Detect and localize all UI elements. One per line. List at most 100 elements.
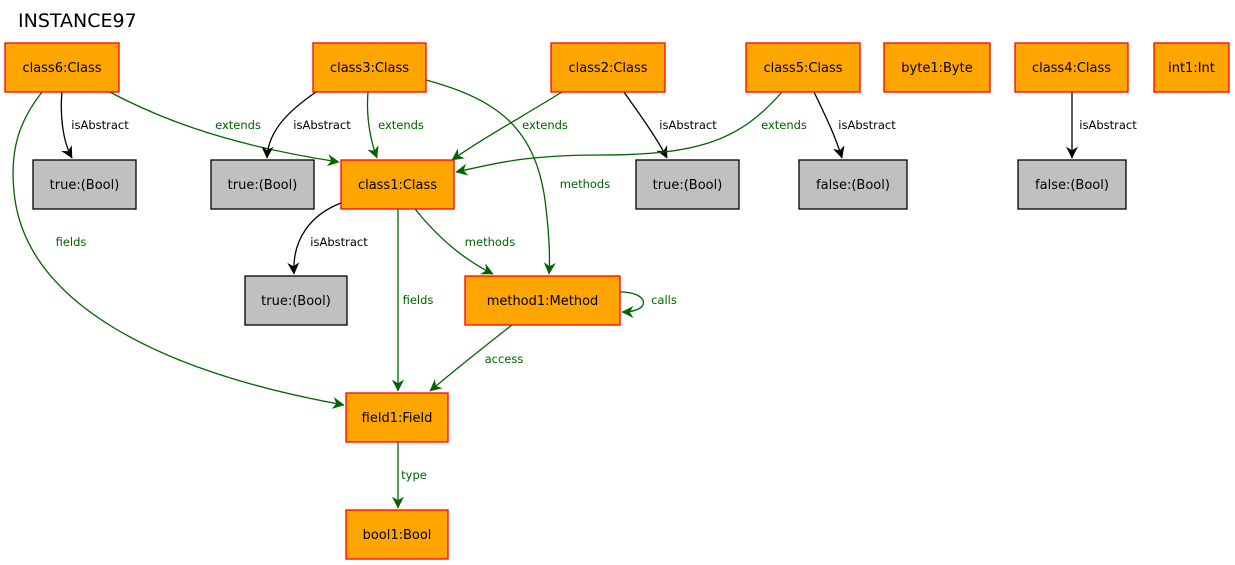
edge-line [455,91,783,176]
edge-line [425,79,556,275]
node-label: method1:Method [487,294,599,309]
node-label: byte1:Byte [901,61,972,76]
value-box [1017,159,1127,210]
node-class6: class6:Class [4,42,120,93]
edge-type-field1-to-bool1: type [392,442,427,509]
node-class4: class4:Class [1014,42,1129,93]
edge-line [287,202,342,275]
edge-extends-class5-to-class1: extends [455,91,807,176]
edge-line [60,91,73,159]
value-box [635,159,740,210]
edge-methods-class3-to-method1: methods [425,79,610,275]
node-method1: method1:Method [464,275,621,326]
edge-isabstract-class2-to-b2: isAbstract [623,91,717,159]
object-box [312,42,427,93]
edge-label: type [401,468,427,482]
value-box [798,159,908,210]
node-label: true:(Bool) [653,178,723,193]
edge-extends-class6-to-class1: extends [109,91,340,167]
edge-line [619,291,645,318]
node-label: class3:Class [330,61,409,76]
object-box [1014,42,1129,93]
object-box [4,42,120,93]
edge-line [366,91,379,159]
edge-line [109,91,340,167]
edge-label: extends [215,118,261,132]
edge-isabstract-class1-to-b1: isAbstract [287,202,368,275]
edge-label: extends [761,118,807,132]
object-box [745,42,861,93]
node-label: class5:Class [763,61,842,76]
node-label: int1:Int [1168,61,1215,76]
edge-fields-class6-to-field1: fields [12,91,345,409]
edge-line [451,91,563,161]
node-label: false:(Bool) [1035,178,1109,193]
node-b3: true:(Bool) [210,159,315,210]
edge-label: isAbstract [71,118,129,132]
edge-isabstract-class3-to-b3: isAbstract [261,91,351,159]
object-box [345,509,449,560]
node-int1: int1:Int [1153,42,1230,93]
node-label: true:(Bool) [50,178,120,193]
node-label: bool1:Bool [363,528,432,543]
edge-label: isAbstract [1079,118,1137,132]
node-bool1: bool1:Bool [345,509,449,560]
edge-extends-class3-to-class1: extends [366,91,424,159]
edge-extends-class2-to-class1: extends [451,91,568,161]
edge-label: isAbstract [310,235,368,249]
edge-calls-method1-to-method1: calls [619,291,677,318]
object-box [340,159,455,210]
node-label: false:(Bool) [816,178,890,193]
edge-line [261,91,317,159]
node-label: class1:Class [358,178,437,193]
node-field1: field1:Field [345,392,449,443]
edge-methods-class1-to-method1: methods [414,208,515,275]
node-label: class6:Class [22,61,101,76]
object-box [883,42,991,93]
node-b1: true:(Bool) [244,275,348,326]
node-label: true:(Bool) [228,178,298,193]
node-class2: class2:Class [550,42,666,93]
diagram-title: INSTANCE97 [18,10,137,32]
node-label: field1:Field [362,411,433,426]
node-b4: false:(Bool) [1017,159,1127,210]
node-b5: false:(Bool) [798,159,908,210]
edge-label: fields [403,293,434,307]
node-class3: class3:Class [312,42,427,93]
edge-label: access [485,352,524,366]
object-box [550,42,666,93]
node-b6: true:(Bool) [32,159,137,210]
value-box [210,159,315,210]
edge-label: isAbstract [659,118,717,132]
object-box [345,392,449,443]
edge-label: extends [522,118,568,132]
edge-label: isAbstract [293,118,351,132]
edge-line [429,324,513,392]
edge-label: calls [651,293,677,307]
node-class1: class1:Class [340,159,455,210]
edge-access-method1-to-field1: access [429,324,524,392]
value-box [32,159,137,210]
edge-label: methods [465,235,515,249]
node-b2: true:(Bool) [635,159,740,210]
node-label: class2:Class [568,61,647,76]
edge-isabstract-class4-to-b4: isAbstract [1066,92,1137,159]
edge-label: methods [560,177,610,191]
edge-line [813,91,845,159]
value-box [244,275,348,326]
edge-isabstract-class5-to-b5: isAbstract [813,91,896,159]
edge-label: extends [378,118,424,132]
node-label: class4:Class [1032,61,1111,76]
edge-line [414,208,494,275]
object-box [1153,42,1230,93]
node-class5: class5:Class [745,42,861,93]
edge-label: isAbstract [838,118,896,132]
node-label: true:(Bool) [261,294,331,309]
edge-line [12,91,345,409]
edge-fields-class1-to-field1: fields [392,209,434,392]
edge-label: fields [56,235,87,249]
object-box [464,275,621,326]
node-byte1: byte1:Byte [883,42,991,93]
edge-isabstract-class6-to-b6: isAbstract [60,91,129,159]
